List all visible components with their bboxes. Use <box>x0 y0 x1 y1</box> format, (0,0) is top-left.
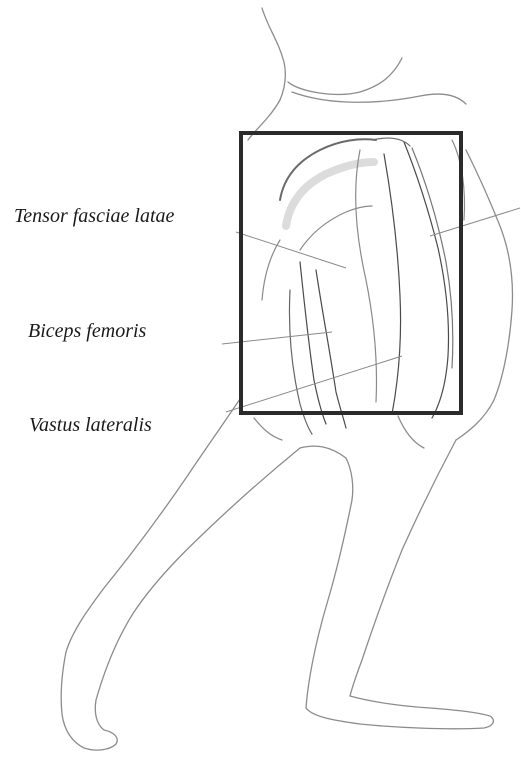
leader-tensor <box>236 232 346 268</box>
leader-vastus <box>226 356 402 412</box>
label-biceps-femoris: Biceps femoris <box>28 321 146 341</box>
highlight-box <box>241 133 461 413</box>
label-tensor-fasciae-latae: Tensor fasciae latae <box>14 206 174 226</box>
muscle-lines <box>262 138 465 434</box>
leader-right-edge <box>430 208 520 236</box>
leader-biceps <box>222 332 332 344</box>
label-vastus-lateralis: Vastus lateralis <box>29 415 152 435</box>
